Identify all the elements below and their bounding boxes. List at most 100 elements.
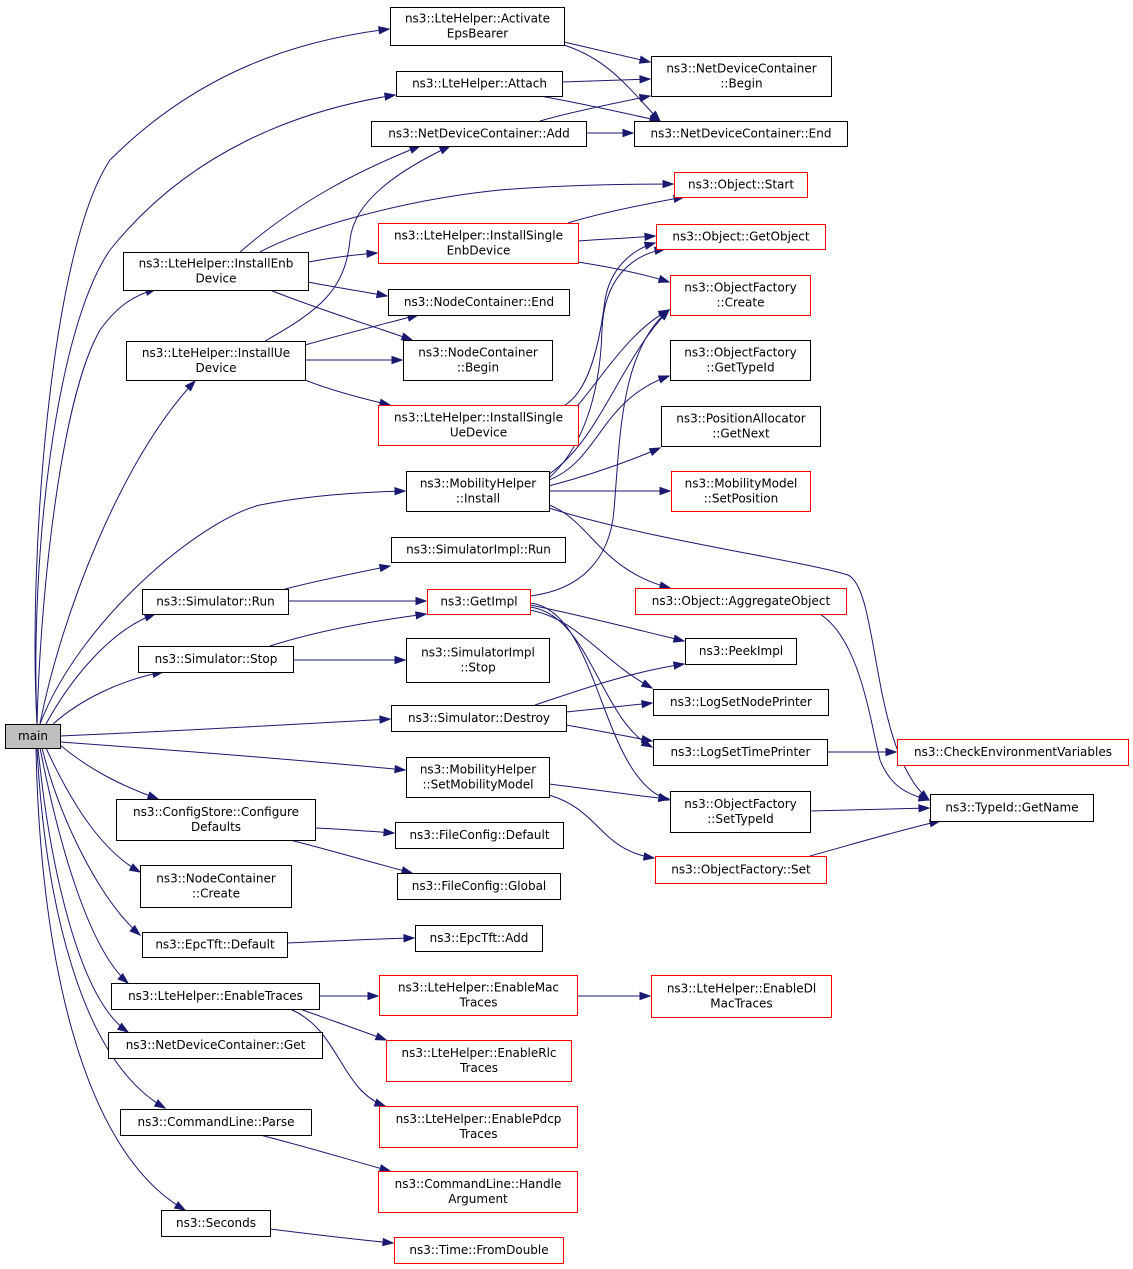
edge-main-to-mh_setmm [59, 741, 406, 771]
edge-attach-to-ndc_end [539, 95, 661, 122]
node-label: ns3::LteHelper::Activate [405, 12, 550, 26]
node-label: ns3::Simulator::Destroy [408, 711, 550, 725]
arrowhead-attach [383, 92, 397, 101]
node-getimpl[interactable]: ns3::GetImpl [427, 589, 531, 615]
node-label: ns3::SimulatorImpl::Run [406, 543, 551, 557]
node-box [653, 739, 828, 766]
node-nc-create[interactable]: ns3::NodeContainer::Create [140, 865, 292, 908]
arrowhead-activate [378, 26, 391, 35]
node-ndc-add[interactable]: ns3::NetDeviceContainer::Add [371, 121, 587, 147]
edge-inst_single_enb-to-of_create [577, 261, 670, 283]
node-obj-aggregate[interactable]: ns3::Object::AggregateObject [635, 588, 847, 615]
node-label: Traces [459, 1061, 498, 1075]
node-of-set[interactable]: ns3::ObjectFactory::Set [655, 856, 827, 884]
node-logsetnode[interactable]: ns3::LogSetNodePrinter [653, 689, 829, 716]
node-obj-getobject[interactable]: ns3::Object::GetObject [656, 224, 826, 250]
node-box [685, 638, 797, 665]
node-pa-getnext[interactable]: ns3::PositionAllocator::GetNext [661, 406, 821, 447]
node-label: ns3::LteHelper::InstallUe [142, 346, 290, 360]
arrowhead-enable_pdcp [373, 1098, 387, 1107]
arrowhead-obj_getobject [644, 232, 657, 242]
node-label: ns3::Simulator::Run [156, 595, 274, 609]
node-fc-global[interactable]: ns3::FileConfig::Global [397, 873, 561, 900]
node-of-create[interactable]: ns3::ObjectFactory::Create [670, 275, 811, 316]
edge-getimpl-to-logsetnode [529, 609, 653, 689]
node-label: ::Begin [457, 361, 499, 375]
node-nc-begin[interactable]: ns3::NodeContainer::Begin [403, 340, 553, 381]
node-simimpl-stop[interactable]: ns3::SimulatorImpl::Stop [406, 638, 550, 683]
edge-mh_install-to-of_gettypeid [548, 375, 670, 481]
arrowhead-seconds [173, 1201, 187, 1211]
node-obj-start[interactable]: ns3::Object::Start [674, 172, 808, 198]
node-label: ns3::ObjectFactory [684, 797, 797, 811]
node-label: ns3::PositionAllocator [676, 412, 806, 426]
node-sim-destroy[interactable]: ns3::Simulator::Destroy [391, 705, 567, 732]
edge-main-to-enable_traces [39, 747, 129, 984]
node-simimpl-run[interactable]: ns3::SimulatorImpl::Run [391, 537, 566, 563]
node-checkenv[interactable]: ns3::CheckEnvironmentVariables [897, 739, 1129, 766]
arrowhead-of_gettypeid [657, 375, 671, 384]
node-box [123, 252, 309, 291]
edge-mh_setmm-to-of_set [548, 794, 655, 859]
node-label: ::SetPosition [704, 492, 779, 506]
node-time-fromdouble[interactable]: ns3::Time::FromDouble [394, 1237, 564, 1264]
node-ndc-get[interactable]: ns3::NetDeviceContainer::Get [108, 1032, 323, 1059]
node-typeid-getname[interactable]: ns3::TypeId::GetName [930, 794, 1094, 822]
node-seconds[interactable]: ns3::Seconds [161, 1210, 271, 1237]
node-ndc-end[interactable]: ns3::NetDeviceContainer::End [634, 121, 848, 147]
node-box [395, 822, 564, 849]
node-peekimpl[interactable]: ns3::PeekImpl [685, 638, 797, 665]
node-sim-stop[interactable]: ns3::Simulator::Stop [138, 646, 294, 673]
node-ndc-begin[interactable]: ns3::NetDeviceContainer::Begin [651, 56, 832, 97]
node-attach[interactable]: ns3::LteHelper::Attach [396, 71, 563, 97]
node-box [140, 865, 292, 908]
node-box [394, 1237, 564, 1264]
node-cl-parse[interactable]: ns3::CommandLine::Parse [120, 1109, 312, 1136]
node-box [108, 1032, 323, 1059]
node-label: ns3::FileConfig::Default [409, 828, 549, 842]
node-label: ns3::Seconds [176, 1216, 256, 1230]
edge-cs_configure-to-fc_default [314, 827, 395, 834]
node-box [386, 1040, 572, 1082]
node-label: ns3::ObjectFactory [684, 281, 797, 295]
node-of-settypeid[interactable]: ns3::ObjectFactory::SetTypeId [670, 791, 811, 833]
arrowhead-ndc_begin [638, 55, 652, 64]
arrowhead-getimpl [415, 611, 428, 620]
node-logsettime[interactable]: ns3::LogSetTimePrinter [653, 739, 828, 766]
node-epctft-default[interactable]: ns3::EpcTft::Default [142, 932, 288, 958]
arrowhead-ndc_get [116, 1022, 130, 1033]
node-of-gettypeid[interactable]: ns3::ObjectFactory::GetTypeId [670, 340, 811, 381]
node-enable-traces[interactable]: ns3::LteHelper::EnableTraces [111, 983, 320, 1010]
node-epctft-add[interactable]: ns3::EpcTft::Add [415, 925, 543, 952]
node-sim-run[interactable]: ns3::Simulator::Run [142, 589, 289, 615]
node-fc-default[interactable]: ns3::FileConfig::Default [395, 822, 564, 849]
arrowhead-ndc_end [622, 128, 635, 138]
arrowhead-obj_start [662, 179, 675, 189]
edge-sim_destroy-to-logsetnode [565, 702, 653, 713]
node-label: ::GetNext [712, 427, 770, 441]
edge-main-to-inst_enb [36, 288, 157, 725]
arrowhead-mm_setpos [659, 486, 672, 496]
node-main[interactable]: main [5, 724, 61, 749]
arrowhead-obj_aggregate [658, 581, 672, 590]
edge-of_settypeid-to-typeid_getname [809, 807, 930, 812]
node-mm-setpos[interactable]: ns3::MobilityModel::SetPosition [671, 471, 811, 512]
edge-main-to-mh_install [39, 490, 406, 725]
node-mh-install[interactable]: ns3::MobilityHelper::Install [406, 471, 550, 512]
node-mh-setmm[interactable]: ns3::MobilityHelper::SetMobilityModel [406, 757, 550, 798]
edge-main-to-nc_create [45, 747, 141, 873]
node-box [379, 1106, 578, 1148]
node-box [120, 1109, 312, 1136]
node-nc-end[interactable]: ns3::NodeContainer::End [388, 289, 570, 316]
